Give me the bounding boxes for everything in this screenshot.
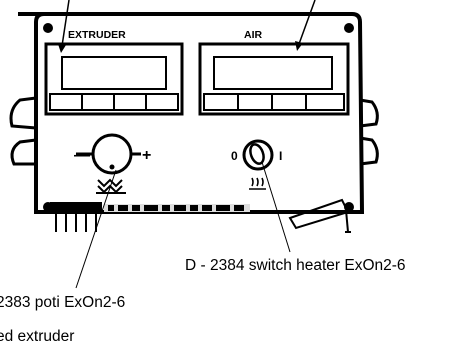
- right-clamp-bottom: [359, 136, 379, 166]
- callout-switch-heater: D - 2384 switch heater ExOn2-6: [185, 257, 406, 274]
- air-display: [213, 56, 333, 90]
- leader-line-air: [298, 0, 316, 45]
- screw-top-left: [43, 23, 53, 33]
- rating-strip-black: [50, 202, 102, 212]
- leader-line-switch: [261, 161, 291, 253]
- leader-line-extruder: [61, 0, 70, 47]
- extruder-button-2[interactable]: [81, 93, 115, 111]
- fan-symbol: [96, 178, 126, 194]
- arrowhead-extruder: [58, 44, 66, 53]
- cable-gland: [288, 198, 351, 233]
- callout-speed-extruder: ed extruder: [0, 328, 75, 345]
- air-button-3[interactable]: [271, 93, 307, 111]
- screw-top-right: [344, 23, 354, 33]
- extruder-label-bg: [66, 28, 152, 40]
- left-clamp-top: [9, 96, 37, 130]
- air-button-2[interactable]: [237, 93, 273, 111]
- extruder-button-3[interactable]: [113, 93, 147, 111]
- knob-minus-sign: —: [74, 147, 90, 164]
- air-panel: [198, 42, 350, 116]
- left-clamp-bottom: [10, 138, 37, 166]
- extruder-label: EXTRUDER: [68, 29, 126, 41]
- cable-pins: [55, 212, 97, 232]
- switch-off-mark: 0: [231, 149, 238, 163]
- knob-plus-sign: +: [142, 147, 151, 164]
- air-label: AIR: [244, 29, 263, 41]
- air-button-1[interactable]: [203, 93, 239, 111]
- extruder-button-4[interactable]: [145, 93, 179, 111]
- extruder-panel: [44, 42, 184, 116]
- extruder-display: [61, 56, 167, 90]
- switch-on-mark: I: [279, 149, 282, 163]
- air-button-4[interactable]: [305, 93, 345, 111]
- right-clamp-top: [359, 98, 379, 128]
- rating-strip-marks: [108, 205, 244, 211]
- callout-poti: 2383 poti ExOn2-6: [0, 294, 126, 311]
- extruder-button-1[interactable]: [49, 93, 83, 111]
- heater-symbol: [249, 177, 266, 190]
- poti-knob[interactable]: [91, 133, 133, 175]
- leader-line-poti: [75, 169, 117, 289]
- air-label-bg: [242, 28, 268, 40]
- heater-switch[interactable]: [242, 139, 274, 171]
